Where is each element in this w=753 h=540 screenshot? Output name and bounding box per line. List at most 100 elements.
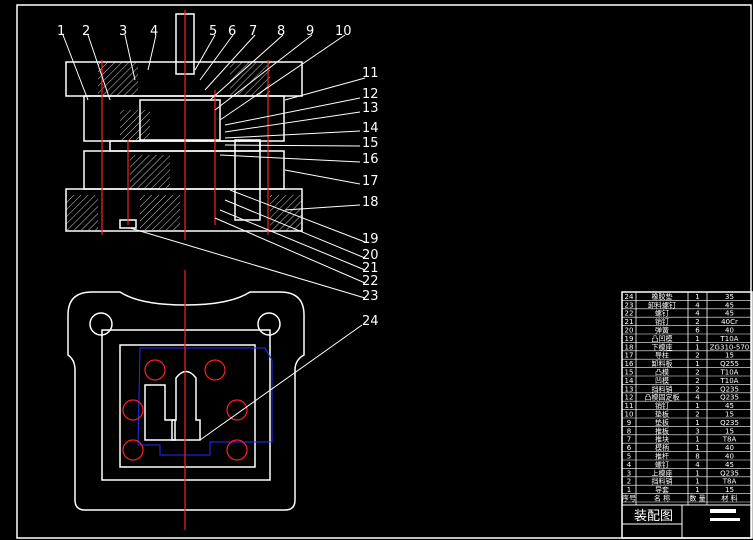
cell-qty: 4 (695, 394, 700, 402)
cell-name: 导柱 (655, 351, 669, 360)
balloon-3: 3 (119, 24, 127, 39)
cell-material: 15 (725, 486, 734, 494)
cell-material: 40 (725, 453, 734, 461)
plan-view (67, 270, 305, 530)
cell-no: 21 (625, 318, 634, 326)
cell-material: T10A (720, 377, 739, 385)
cell-no: 11 (625, 402, 634, 410)
cell-qty: 4 (695, 310, 700, 318)
drawing-title: 装配图 (634, 509, 673, 524)
cell-name: 弹簧 (655, 326, 669, 335)
balloon-labels: 1 2 3 4 5 6 7 8 9 10 11 12 13 14 15 16 1… (57, 24, 379, 329)
cell-material: 15 (725, 352, 734, 360)
cell-material: 15 (725, 427, 734, 435)
cell-name: 推板 (655, 426, 669, 435)
cell-name: 卸料螺钉 (648, 300, 676, 309)
balloon-17: 17 (362, 174, 379, 189)
cell-no: 3 (627, 469, 631, 477)
section-view (65, 10, 303, 240)
cell-qty: 2 (695, 411, 699, 419)
cell-no: 13 (625, 385, 634, 393)
cell-no: 15 (625, 369, 634, 377)
cell-name: 模柄 (655, 443, 669, 452)
leader-lines (62, 34, 366, 441)
cell-name: 橡胶垫 (652, 292, 673, 301)
balloon-9: 9 (306, 24, 314, 39)
cell-no: 7 (627, 436, 631, 444)
cell-name: 销钉 (655, 401, 669, 410)
cell-qty: 2 (695, 352, 699, 360)
cell-material: 45 (725, 461, 734, 469)
cell-name: 挡料销 (652, 384, 673, 393)
cell-name: 导套 (655, 485, 669, 494)
table-row: 17 导柱 2 15 (625, 351, 734, 360)
cell-no: 16 (625, 360, 634, 368)
cell-qty: 1 (695, 343, 699, 351)
cell-name: 凸模固定板 (645, 393, 680, 402)
balloon-15: 15 (362, 136, 379, 151)
title-block: 装配图 (622, 504, 752, 538)
cell-name: 名 称 (654, 494, 670, 503)
cell-qty: 1 (695, 360, 699, 368)
cell-no: 23 (625, 301, 634, 309)
cell-name: 垫板 (655, 410, 669, 419)
cell-no: 19 (625, 335, 634, 343)
balloon-7: 7 (249, 24, 257, 39)
cell-qty: 4 (695, 301, 700, 309)
balloon-13: 13 (362, 101, 379, 116)
cell-qty: 1 (695, 419, 699, 427)
cell-no: 17 (625, 352, 634, 360)
cell-name: 推杆 (655, 452, 669, 461)
balloon-18: 18 (362, 195, 379, 210)
cell-no: 12 (625, 394, 634, 402)
cell-no: 2 (627, 478, 631, 486)
cell-no: 20 (625, 327, 634, 335)
cell-no: 22 (625, 310, 634, 318)
table-row: 21 销钉 2 40Cr (625, 317, 738, 326)
cell-material: Q255 (720, 360, 739, 368)
balloon-20: 20 (362, 248, 379, 263)
balloon-11: 11 (362, 66, 379, 81)
cell-material: 40Cr (721, 318, 738, 326)
cell-name: 销钉 (655, 317, 669, 326)
cell-no: 4 (627, 461, 632, 469)
cell-qty: 数 量 (689, 494, 705, 503)
drawing-border (16, 4, 752, 539)
cell-qty: 3 (695, 427, 699, 435)
cell-qty: 2 (695, 318, 699, 326)
cell-no: 1 (627, 486, 631, 494)
balloon-19: 19 (362, 232, 379, 247)
cell-name: 凹模 (655, 376, 669, 385)
cell-name: 螺钉 (655, 309, 669, 318)
cell-material: 40 (725, 444, 734, 452)
cell-material: T8A (722, 478, 737, 486)
cell-no: 10 (625, 411, 634, 419)
cell-no: 序号 (622, 494, 636, 503)
cell-qty: 1 (695, 293, 699, 301)
balloon-8: 8 (277, 24, 285, 39)
cell-name: 垫板 (655, 418, 669, 427)
cell-qty: 2 (695, 377, 699, 385)
cell-qty: 1 (695, 436, 699, 444)
cell-qty: 1 (695, 335, 699, 343)
